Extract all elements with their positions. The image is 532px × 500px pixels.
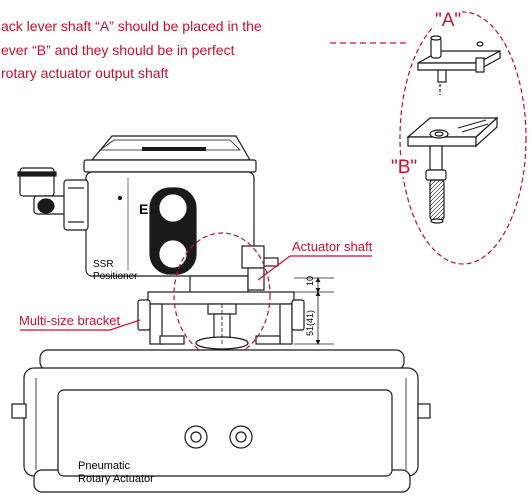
dimension-bottom-label: 51(41) xyxy=(305,309,315,336)
positioner-label-line-2: Positioner xyxy=(93,271,138,282)
instruction-line-3: rotary actuator output shaft xyxy=(1,65,169,81)
lever-b xyxy=(406,116,499,224)
instruction-line-1: ack lever shaft “A” should be placed in … xyxy=(1,18,262,34)
instruction-line-2: ever “B” and they should be in perfect xyxy=(1,42,235,58)
lever-shaft-a xyxy=(417,35,501,95)
callout-lines xyxy=(20,255,372,331)
multi-size-bracket-label: Multi-size bracket xyxy=(19,313,121,328)
part-a-label: "A" xyxy=(434,10,463,31)
part-b-label: "B" xyxy=(390,157,419,178)
shaft-detail-circle xyxy=(173,232,271,358)
positioner-mark: E xyxy=(139,201,149,217)
actuator-shaft-label: Actuator shaft xyxy=(292,239,373,254)
multi-size-bracket xyxy=(137,291,305,350)
dimension-top-label: 10 xyxy=(305,275,315,286)
actuator-label-line-1: Pneumatic xyxy=(78,460,130,472)
positioner-label-line-1: SSR xyxy=(93,259,114,270)
actuator-body xyxy=(11,349,431,493)
actuator-label-line-2: Rotary Actuator xyxy=(78,473,154,485)
positioner-body xyxy=(17,135,279,295)
dimension-lines xyxy=(294,277,334,345)
zoom-detail-ellipse xyxy=(399,11,527,265)
